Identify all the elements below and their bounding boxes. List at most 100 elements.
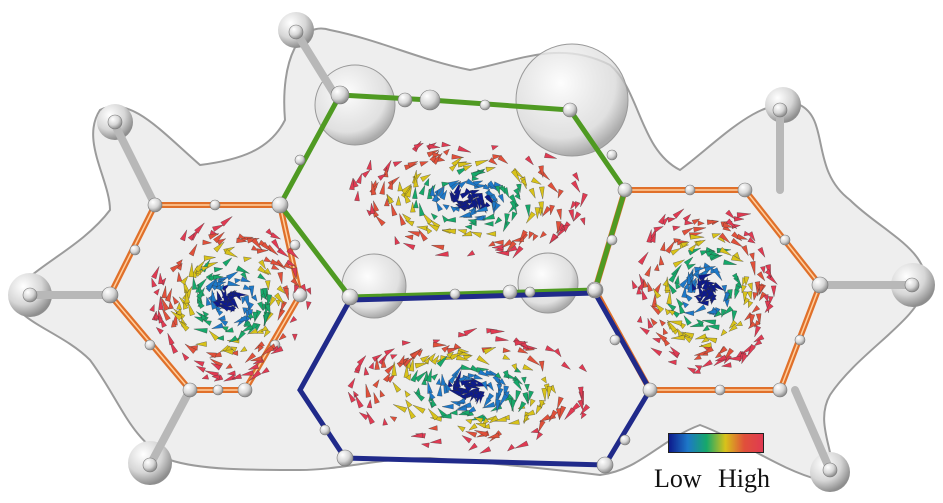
current-arrow bbox=[286, 247, 299, 259]
current-arrow bbox=[216, 238, 227, 246]
current-arrow bbox=[575, 201, 581, 210]
current-arrow bbox=[724, 292, 731, 302]
current-arrow bbox=[379, 389, 386, 398]
current-arrow bbox=[531, 177, 542, 185]
current-arrow bbox=[488, 415, 499, 424]
current-arrow bbox=[715, 354, 727, 362]
current-arrow bbox=[460, 379, 475, 386]
current-arrow bbox=[539, 231, 547, 239]
current-arrow bbox=[502, 347, 511, 353]
current-arrow bbox=[473, 416, 484, 424]
current-arrow bbox=[274, 292, 285, 305]
current-arrow bbox=[397, 181, 403, 192]
current-arrow bbox=[289, 315, 298, 323]
current-arrow bbox=[511, 211, 518, 222]
current-arrow bbox=[728, 324, 738, 332]
current-arrow bbox=[382, 417, 388, 426]
current-arrow bbox=[236, 265, 250, 274]
current-arrow bbox=[663, 327, 669, 336]
current-arrow bbox=[723, 347, 734, 361]
current-arrow bbox=[482, 417, 490, 425]
current-arrow bbox=[545, 345, 556, 352]
current-arrow bbox=[361, 169, 371, 178]
current-arrow bbox=[407, 407, 416, 420]
current-arrow bbox=[536, 431, 543, 441]
current-arrow bbox=[249, 370, 262, 381]
current-arrow bbox=[414, 362, 428, 369]
current-arrow bbox=[356, 355, 367, 366]
current-arrow bbox=[750, 261, 756, 276]
current-arrow bbox=[528, 231, 535, 240]
current-arrow bbox=[688, 247, 701, 256]
current-arrow bbox=[541, 387, 547, 402]
current-arrow bbox=[753, 339, 763, 347]
current-arrow bbox=[222, 349, 234, 355]
current-arrow bbox=[349, 178, 355, 191]
current-arrow bbox=[290, 277, 300, 287]
current-arrow bbox=[450, 205, 458, 213]
current-arrow bbox=[158, 315, 164, 324]
current-arrow bbox=[455, 376, 461, 388]
current-arrow bbox=[650, 347, 663, 357]
current-arrow bbox=[211, 322, 224, 329]
current-arrow bbox=[490, 193, 499, 203]
current-arrow bbox=[747, 282, 753, 292]
current-arrow bbox=[681, 331, 695, 339]
atom-sphere bbox=[517, 252, 579, 314]
current-arrow bbox=[668, 269, 679, 283]
current-arrow bbox=[358, 412, 369, 421]
current-arrow bbox=[672, 225, 681, 232]
current-arrow bbox=[270, 346, 284, 355]
current-arrow bbox=[384, 348, 395, 356]
current-arrow bbox=[667, 217, 677, 223]
current-arrow bbox=[427, 352, 436, 362]
ch-bonds bbox=[26, 28, 916, 474]
current-arrow bbox=[256, 248, 269, 254]
current-arrow bbox=[488, 240, 496, 247]
current-arrow bbox=[755, 313, 762, 325]
current-arrow bbox=[436, 201, 443, 212]
current-arrow bbox=[435, 378, 442, 386]
current-arrow bbox=[468, 373, 477, 379]
current-arrow bbox=[741, 284, 747, 294]
color-scale-legend: Low High bbox=[654, 430, 770, 500]
current-arrow bbox=[494, 416, 507, 422]
current-arrow bbox=[430, 373, 438, 381]
current-arrow bbox=[706, 308, 717, 315]
current-arrow bbox=[460, 390, 474, 397]
current-arrow bbox=[394, 235, 401, 245]
current-arrow bbox=[647, 318, 654, 329]
current-arrow bbox=[477, 192, 485, 206]
current-arrow bbox=[470, 199, 477, 210]
current-arrow bbox=[428, 425, 438, 431]
current-arrow bbox=[636, 286, 642, 295]
current-arrow bbox=[712, 282, 725, 291]
current-arrow bbox=[257, 344, 264, 353]
current-arrow bbox=[188, 243, 198, 257]
current-arrow bbox=[448, 373, 457, 384]
current-arrow bbox=[702, 325, 710, 332]
current-arrow bbox=[705, 337, 718, 344]
current-arrow bbox=[194, 222, 205, 234]
current-arrow bbox=[170, 310, 183, 321]
current-arrow bbox=[410, 432, 424, 439]
current-arrow bbox=[731, 255, 744, 262]
current-arrow bbox=[699, 289, 708, 302]
current-arrow bbox=[517, 347, 528, 354]
current-arrow bbox=[431, 244, 445, 251]
current-arrow bbox=[449, 409, 458, 416]
current-arrow bbox=[522, 392, 529, 405]
current-arrow bbox=[206, 352, 217, 359]
current-arrow bbox=[553, 348, 562, 358]
current-arrow bbox=[268, 296, 277, 308]
current-arrow bbox=[748, 300, 754, 309]
current-arrow bbox=[252, 311, 258, 323]
current-arrow bbox=[725, 218, 737, 229]
current-arrow bbox=[693, 226, 707, 233]
current-arrow bbox=[702, 319, 717, 326]
current-arrow bbox=[178, 320, 190, 332]
current-arrow bbox=[672, 259, 685, 268]
current-arrow bbox=[183, 301, 189, 310]
current-arrow bbox=[579, 404, 591, 416]
current-arrow bbox=[514, 440, 529, 449]
